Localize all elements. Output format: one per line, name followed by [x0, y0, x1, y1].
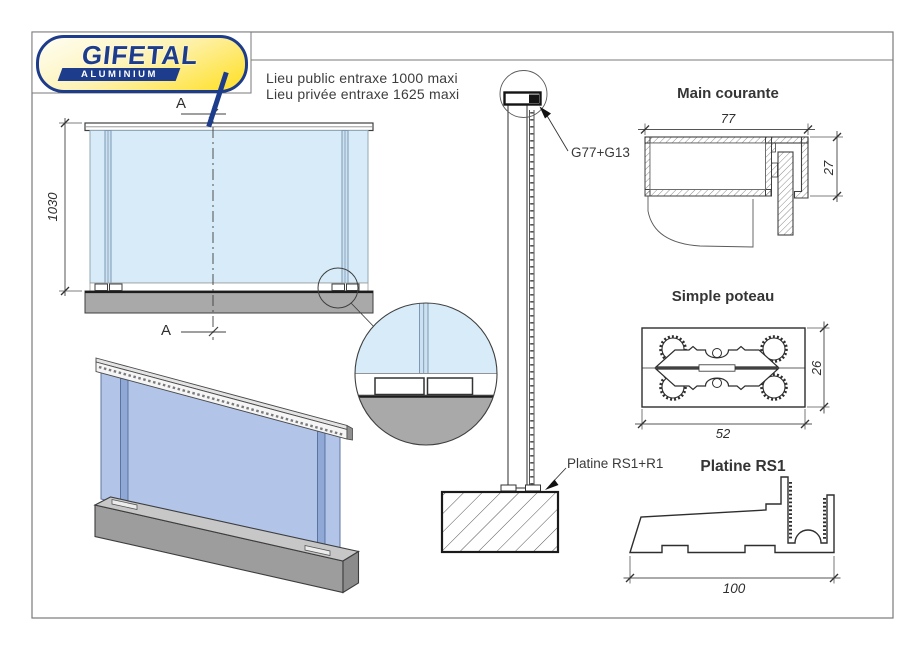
dim-label-52: 52 [715, 426, 731, 441]
callout-baseplate: Platine RS1+R1 [567, 456, 664, 471]
leader-arrow-handrail [539, 106, 551, 119]
company-logo [36, 35, 248, 128]
dim-label-27: 27 [820, 160, 836, 176]
leader-arrow-baseplate [545, 479, 559, 490]
main-courante-profile [638, 123, 843, 248]
section-mark-bottom: A [161, 322, 172, 339]
note-public: Lieu public entraxe 1000 maxi [266, 70, 458, 86]
base-detail-view [354, 302, 498, 446]
dim-label-77: 77 [720, 111, 736, 126]
title-platine: Platine RS1 [700, 458, 786, 475]
title-simple-poteau: Simple poteau [671, 288, 775, 305]
mc-glass [777, 151, 794, 236]
elevation-posts [104, 130, 349, 284]
isometric-view [93, 357, 360, 594]
logo-band: ALUMINIUM [57, 68, 181, 81]
dimension-77 [638, 123, 815, 135]
dimension-100 [623, 556, 841, 584]
dim-label-26: 26 [808, 360, 824, 376]
side-concrete-block [440, 490, 560, 554]
company-tagline: ALUMINIUM [80, 69, 158, 80]
dim-label-1030: 1030 [44, 192, 60, 222]
handrail-detail-circle [499, 70, 548, 118]
note-private: Lieu privée entraxe 1625 maxi [266, 86, 460, 102]
dimension-52 [635, 409, 812, 430]
elevation-concrete [84, 290, 374, 314]
elevation-baseplates [94, 283, 360, 291]
side-view [440, 70, 569, 554]
section-mark-top: A [176, 95, 187, 112]
side-post [507, 104, 528, 489]
dim-label-100: 100 [722, 581, 746, 596]
simple-poteau-profile [635, 321, 830, 430]
screw-bosses [659, 335, 788, 401]
platine-profile [623, 476, 841, 584]
front-elevation [59, 106, 379, 340]
title-main-courante: Main courante [677, 85, 779, 102]
dimension-27 [810, 131, 843, 202]
detail-marker-circle [317, 267, 359, 309]
company-name: GIFETAL [80, 40, 200, 70]
dimension-26 [807, 321, 830, 414]
callout-handrail: G77+G13 [571, 145, 630, 160]
dimension-1030 [59, 118, 82, 296]
